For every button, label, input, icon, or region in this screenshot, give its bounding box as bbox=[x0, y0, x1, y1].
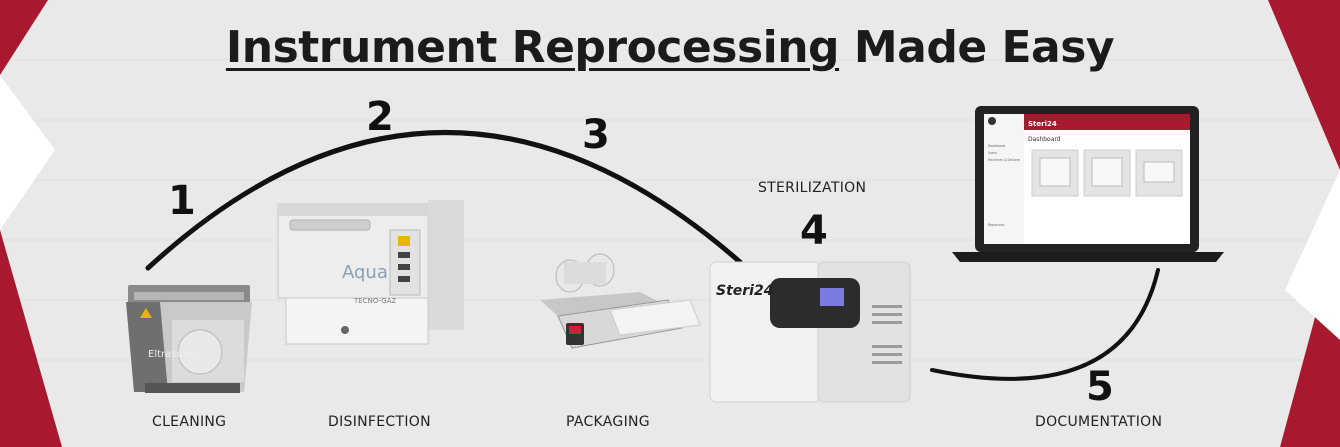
red-corner-top-right bbox=[1268, 0, 1340, 170]
title-rest: Made Easy bbox=[839, 22, 1115, 73]
laptop-menu-item: Machines & Devices bbox=[988, 158, 1020, 162]
washer-disinfector-image: Aqua TECNO-GAZ bbox=[277, 200, 464, 345]
step-label-disinfection: DISINFECTION bbox=[328, 414, 431, 430]
step-number-4: 4 bbox=[800, 208, 828, 254]
red-corner-top-left bbox=[0, 0, 48, 75]
autoclave-image: Steri24 bbox=[709, 261, 911, 403]
title-underlined: Instrument Reprocessing bbox=[225, 22, 840, 73]
process-arc-main bbox=[145, 130, 743, 271]
laptop-app-logo: Steri24 bbox=[1028, 120, 1057, 128]
white-notch-right bbox=[1285, 170, 1340, 340]
ultrasonic-cleaner-image: Eltrasonic bbox=[126, 285, 252, 393]
process-arc-documentation bbox=[930, 268, 1160, 381]
step-label-packaging: PACKAGING bbox=[566, 414, 650, 430]
red-corner-bottom-left bbox=[0, 230, 62, 447]
step-label-documentation: DOCUMENTATION bbox=[1035, 414, 1163, 430]
step-label-sterilization: STERILIZATION bbox=[758, 180, 867, 196]
autoclave-brand-text: Steri24 bbox=[716, 283, 773, 299]
washer-brand-text: Aqua bbox=[342, 262, 388, 283]
step-number-5: 5 bbox=[1086, 364, 1114, 410]
laptop-menu-item: Users bbox=[988, 151, 997, 155]
step-number-1: 1 bbox=[168, 178, 196, 224]
washer-maker-text: TECNO-GAZ bbox=[353, 297, 397, 305]
cleaner-brand-text: Eltrasonic bbox=[148, 349, 197, 360]
step-number-2: 2 bbox=[366, 94, 394, 140]
packaging-sealer-image bbox=[540, 253, 701, 349]
laptop-menu-item: Dashboard bbox=[988, 144, 1005, 148]
white-notch-left bbox=[0, 75, 55, 230]
laptop-image: Steri24 Dashboard Dashboard Users Machin… bbox=[952, 106, 1224, 262]
step-number-3: 3 bbox=[582, 112, 610, 158]
laptop-menu-item: Reprocess bbox=[988, 223, 1005, 227]
laptop-heading: Dashboard bbox=[1028, 136, 1061, 143]
step-label-cleaning: CLEANING bbox=[152, 414, 227, 430]
page-title: Instrument Reprocessing Made Easy bbox=[0, 22, 1340, 73]
